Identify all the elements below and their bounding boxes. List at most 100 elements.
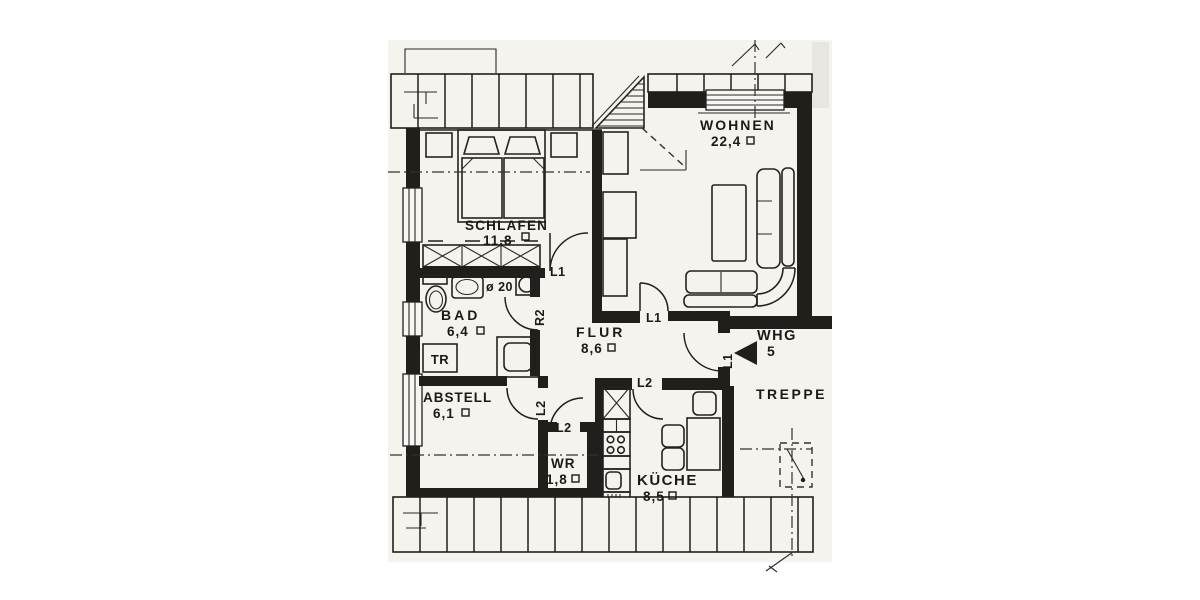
abstell-door-stub <box>538 376 548 388</box>
chair-1 <box>692 391 717 416</box>
kueche-top-wall-right <box>662 378 722 390</box>
door-label-entrance: L1 <box>721 353 735 369</box>
schlafen-furniture <box>422 129 578 272</box>
couch-right-seat <box>756 168 781 269</box>
wohnen-south-wall <box>668 311 722 321</box>
bad-window <box>402 301 423 337</box>
sink-basin <box>605 471 622 490</box>
treppe-top-wall <box>728 316 832 329</box>
mattress-right-fold <box>532 157 545 170</box>
bad-fixtures <box>422 273 539 378</box>
bad-east-wall-upper <box>530 278 540 297</box>
door-label-kueche: L2 <box>637 376 653 390</box>
room-label-wohnen: WOHNEN <box>700 117 776 133</box>
pillow-right <box>503 136 542 155</box>
room-label-kueche: KÜCHE <box>637 472 698 489</box>
roof-slope-corner <box>640 150 687 171</box>
schlafen-window <box>402 187 423 243</box>
section-lines <box>388 40 812 558</box>
wr-top-wall-left <box>548 422 557 432</box>
dormer-hatch-triangle <box>591 74 645 129</box>
room-area-abstell: 6,1 <box>433 406 455 421</box>
kueche-top-wall-left <box>595 378 632 390</box>
tr-box-label: TR <box>431 352 449 367</box>
cutoff-marks-top <box>731 42 786 67</box>
nightstand-left <box>425 132 453 158</box>
room-label-treppe: TREPPE <box>756 386 827 402</box>
room-area-wr: 1,8 <box>546 472 568 487</box>
room-label-wr: WR <box>551 456 576 471</box>
tr-box <box>422 343 458 373</box>
chair-3 <box>661 447 685 471</box>
cupboard-2 <box>602 191 637 239</box>
cutoff-mark-bottom <box>765 551 795 573</box>
abstell-door-arc <box>506 387 539 420</box>
schlafen-south-wall <box>419 268 545 278</box>
apartment-marker-triangle <box>734 341 757 365</box>
roof-band-bottom <box>392 496 814 553</box>
m2-square-icon <box>571 474 580 483</box>
pillow-left <box>462 136 501 155</box>
couch-right-back <box>781 167 795 267</box>
bad-door-arc <box>504 296 539 331</box>
mattress-left-fold <box>461 157 474 170</box>
m2-square-icon <box>476 326 485 335</box>
washbasin-bowl <box>455 278 479 296</box>
m2-square-icon <box>461 408 470 417</box>
kueche-door-arc <box>632 388 664 420</box>
m2-square-icon <box>607 343 616 352</box>
wohnen-window <box>698 89 790 114</box>
wr-door-arc <box>549 397 584 432</box>
round-window-box <box>515 273 538 296</box>
room-area-kueche: 8,5 <box>643 489 665 504</box>
labels: WOHNEN 22,4 SCHLAFEN 11,8 BAD 6,4 FLUR 8… <box>423 117 827 504</box>
shower-tray-inner <box>503 342 533 372</box>
right-outer-wall <box>797 92 812 322</box>
nightstand-right <box>550 132 578 158</box>
door-label-bad: R2 <box>533 309 547 326</box>
toilet-bowl <box>425 285 447 313</box>
roof-band-top <box>390 48 813 129</box>
entrance-door-arc <box>683 332 723 372</box>
abstell-wr-bottom-wall <box>406 488 595 498</box>
mattress-left <box>461 157 503 219</box>
m2-square-icon <box>521 232 530 241</box>
toilet-cistern <box>422 274 448 285</box>
roof-step-outline <box>404 48 497 73</box>
schlafen-east-wall <box>592 130 602 323</box>
abstell-window <box>402 373 423 447</box>
kueche-west-wall <box>595 378 603 521</box>
roof-slope-dashed <box>641 127 685 167</box>
door-label-schlafen: L1 <box>550 265 566 279</box>
coffee-table <box>711 184 747 262</box>
room-label-bad: BAD <box>441 307 480 323</box>
schlafen-door-arc <box>549 232 589 272</box>
double-bed-frame <box>457 129 546 223</box>
entrance-stub-top <box>718 311 730 333</box>
round-window-circle <box>518 276 535 293</box>
door-label-wohnen: L1 <box>646 311 662 325</box>
m2-square-icon <box>668 491 677 500</box>
room-label-abstell: ABSTELL <box>423 390 492 405</box>
kueche-furniture <box>602 386 721 509</box>
band-hook-marks <box>403 512 438 529</box>
apartment-label: WHG <box>757 328 797 344</box>
room-area-flur: 8,6 <box>581 341 603 356</box>
kitchen-table <box>686 417 721 471</box>
room-label-schlafen: SCHLAFEN <box>465 218 548 233</box>
wohnen-furniture <box>602 127 796 308</box>
wr-east-wall <box>587 425 595 497</box>
inner-walls <box>419 130 730 521</box>
room-area-wohnen: 22,4 <box>711 134 741 149</box>
couch-bottom-seat <box>685 270 758 294</box>
couch-corner-piece <box>756 267 796 307</box>
treppe-dashed-box <box>779 442 813 488</box>
entrance-stub-bottom <box>718 367 730 390</box>
washbasin <box>451 276 484 299</box>
doors <box>504 232 723 432</box>
m2-square-icon <box>746 136 755 145</box>
room-label-flur: FLUR <box>576 324 625 340</box>
bad-abstell-wall <box>419 376 507 386</box>
